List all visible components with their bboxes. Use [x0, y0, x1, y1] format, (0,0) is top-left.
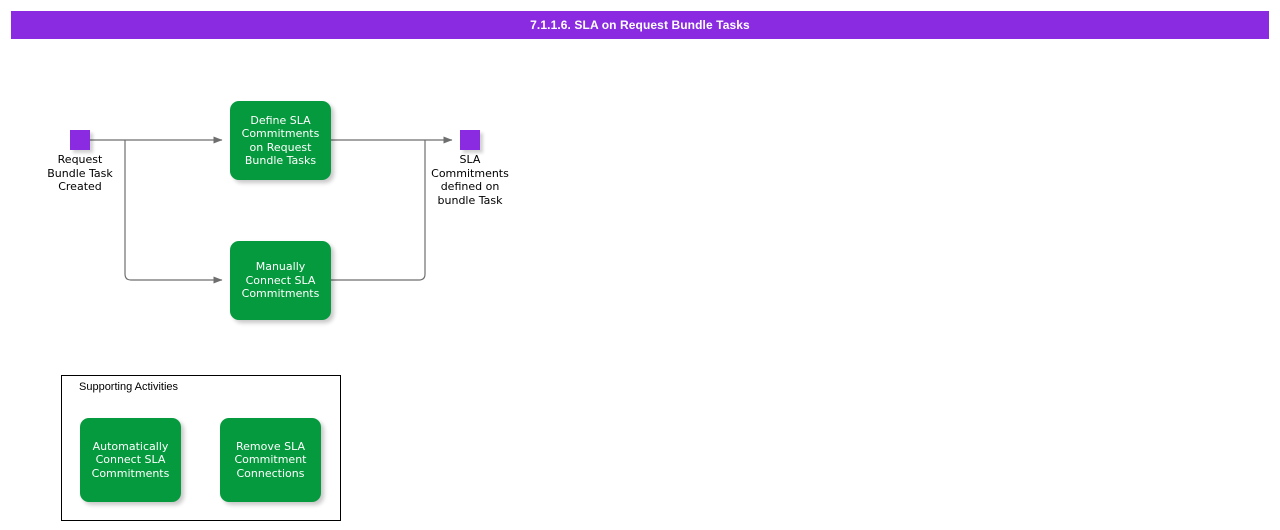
activity-automatically-connect-sla-commitments[interactable]: Automatically Connect SLA Commitments: [80, 418, 181, 502]
activity-manually-connect-sla-commitments[interactable]: Manually Connect SLA Commitments: [230, 241, 331, 320]
start-event-marker[interactable]: [70, 130, 90, 150]
supporting-activities-title: Supporting Activities: [79, 381, 179, 393]
end-event-marker[interactable]: [460, 130, 480, 150]
page-title: 7.1.1.6. SLA on Request Bundle Tasks: [11, 11, 1269, 39]
activity-remove-sla-commitment-connections[interactable]: Remove SLA Commitment Connections: [220, 418, 321, 502]
activity-define-sla-commitments-on-request-bundle-tasks[interactable]: Define SLA Commitments on Request Bundle…: [230, 101, 331, 180]
start-event-label: Request Bundle Task Created: [47, 153, 113, 193]
end-event-label: SLA Commitments defined on bundle Task: [431, 153, 509, 207]
